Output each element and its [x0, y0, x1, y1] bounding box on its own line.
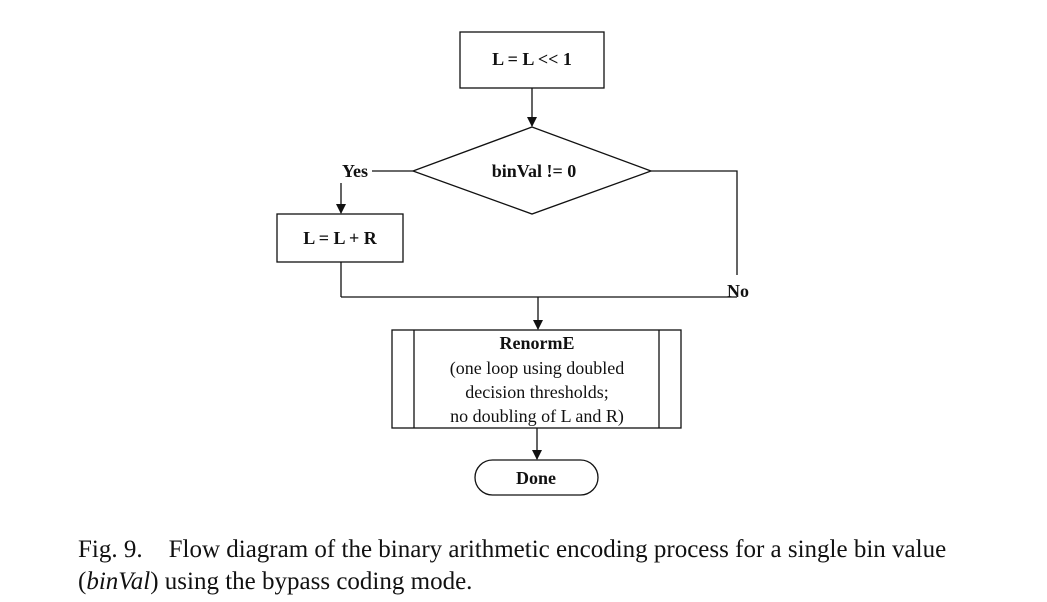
add-box [276, 213, 404, 263]
no-label: No [727, 281, 749, 301]
flow-diagram: L = L << 1 binVal != 0 Yes L = L + R No … [276, 31, 749, 496]
shift-box-label: L = L << 1 [492, 49, 572, 69]
done-terminal [474, 459, 599, 496]
caption-text-before: Flow diagram of the binary arithmetic en… [78, 536, 947, 595]
figure-number: Fig. 9. [78, 536, 143, 563]
decision-label: binVal != 0 [492, 161, 577, 181]
add-box-label: L = L + R [303, 228, 378, 248]
decision-diamond [411, 126, 653, 215]
figure-caption: Fig. 9.Flow diagram of the binary arithm… [78, 534, 1018, 598]
shift-box [459, 31, 605, 89]
renorm-line-1: (one loop using doubled [450, 358, 624, 379]
renorm-line-3: no doubling of L and R) [450, 406, 624, 427]
renorm-box [391, 329, 682, 429]
caption-text-after: ) using the bypass coding mode. [150, 568, 473, 595]
done-label: Done [516, 468, 556, 488]
yes-label: Yes [342, 161, 368, 181]
caption-emphasis: binVal [86, 568, 151, 595]
renorm-line-2: decision thresholds; [465, 382, 608, 402]
renorm-title: RenormE [500, 333, 575, 353]
no-branch-line [651, 170, 738, 275]
